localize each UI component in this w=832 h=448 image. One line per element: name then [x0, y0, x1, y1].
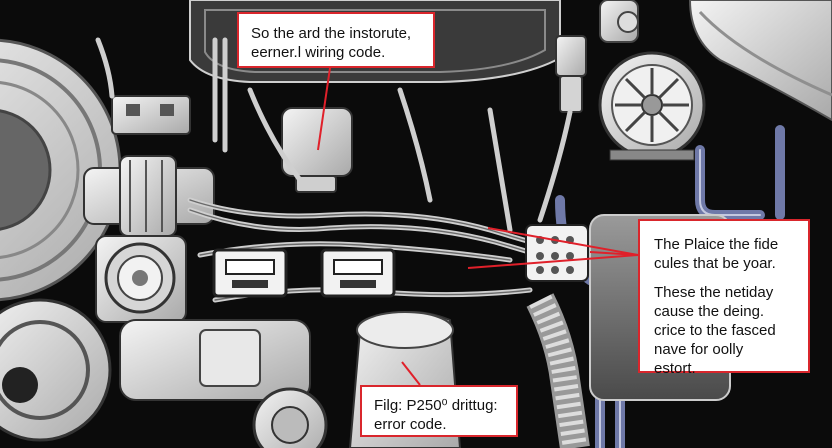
callout-top: So the ard the instorute, eerner.l wirin…	[237, 12, 435, 68]
callout-right-line-3: These the netiday	[654, 284, 774, 301]
callout-bottom-line-2: error code.	[374, 416, 447, 433]
alternator-shape	[0, 298, 112, 442]
callout-leader-lines	[317, 67, 639, 386]
top-connector-shape	[555, 35, 587, 113]
fuse-block-shape	[525, 224, 589, 282]
callout-bottom: Filg: P250⁰ drittug: error code.	[360, 385, 518, 437]
callout-bottom-line-1: Filg: P250⁰ drittug:	[374, 397, 498, 414]
connector-plug-left	[212, 248, 288, 298]
corrugated-hose	[526, 293, 590, 448]
callout-right-line-7: estort.	[654, 360, 696, 377]
callout-top-line-1: So the ard the instorute,	[251, 25, 412, 42]
callout-right-line-5: crice to the fasced	[654, 322, 776, 339]
left-injector-shape	[83, 155, 215, 237]
callout-right-line-4: cause the deing.	[654, 303, 765, 320]
connector-plug-right	[320, 248, 396, 298]
callout-right-line-6: nave for oolly	[654, 341, 744, 358]
top-sensor-shape	[599, 0, 639, 43]
mass-airflow-sensor-shape	[281, 107, 353, 193]
callout-right-line-2: cules that be yoar.	[654, 255, 776, 272]
callout-right: The Plaice the fide cules that be yoar. …	[638, 219, 810, 377]
left-pulley-shape	[95, 235, 187, 323]
callout-right-line-1: The Plaice the fide	[654, 236, 779, 253]
distributor-cap-shape	[598, 51, 706, 161]
starter-motor-shape	[119, 319, 328, 448]
relay-box-shape	[111, 95, 191, 135]
callout-top-line-2: eerner.l wiring code.	[251, 44, 386, 61]
